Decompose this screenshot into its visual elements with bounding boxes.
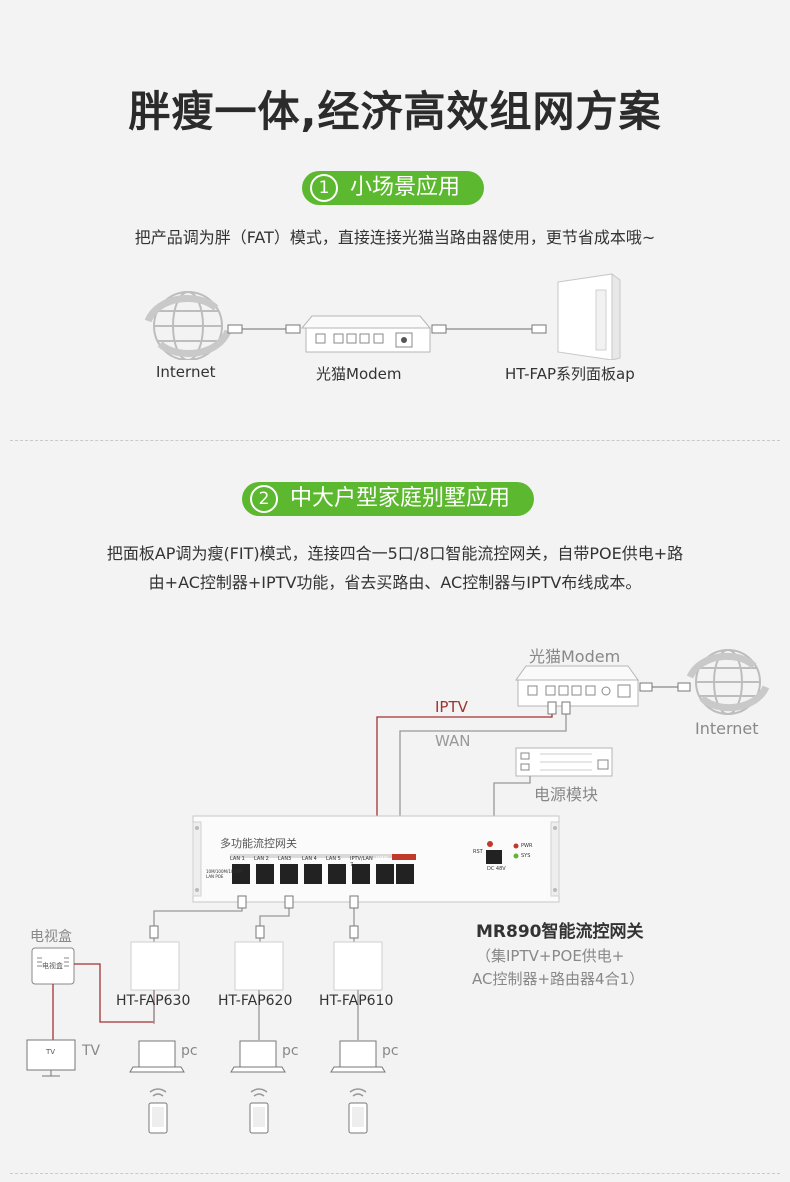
divider xyxy=(10,440,780,441)
ethernet-port-row xyxy=(232,854,416,884)
ap-series-label: HT-FAP系列面板ap xyxy=(505,365,635,383)
gateway-desc-line2: AC控制器+路由器4合1） xyxy=(472,970,645,988)
power-module-label: 电源模块 xyxy=(534,785,599,804)
tv-label: TV xyxy=(82,1043,101,1059)
stb-inner-label: 电视盒 xyxy=(42,962,63,970)
section1-label: 小场景应用 xyxy=(350,175,461,200)
gateway-device xyxy=(192,815,560,903)
section1-number: 1 xyxy=(310,174,338,202)
ap-model-label: HT-FAP620 xyxy=(218,993,293,1009)
laptop-icon xyxy=(230,1040,286,1073)
divider xyxy=(10,1173,780,1174)
section1-diagram xyxy=(144,273,621,360)
pc-label: pc xyxy=(181,1043,198,1059)
ap-model-label: HT-FAP610 xyxy=(319,993,394,1009)
section2-description-line2: 由+AC控制器+IPTV功能，省去买路由、AC控制器与IPTV布线成本。 xyxy=(148,573,642,592)
pc-label: pc xyxy=(382,1043,399,1059)
tv-icon xyxy=(26,1039,76,1077)
port-label: LAN 4 xyxy=(302,856,317,862)
section2-label: 中大户型家庭别墅应用 xyxy=(290,486,511,511)
section2-number: 2 xyxy=(250,485,278,513)
page-title: 胖瘦一体,经济高效组网方案 xyxy=(128,87,662,136)
poe-note: LAN POE xyxy=(206,874,224,879)
tv-inner-label: TV xyxy=(46,1048,56,1056)
internet-label: Internet xyxy=(156,363,216,381)
poe-note: 10M/100M/1000M xyxy=(206,869,242,874)
panel-ap-icon xyxy=(557,273,621,360)
ethernet-cable-icon xyxy=(639,682,691,692)
globe-icon xyxy=(144,291,232,360)
dc-label: DC 48V xyxy=(487,866,506,872)
internet-label: Internet xyxy=(695,719,759,738)
panel-ap-icon xyxy=(234,941,284,991)
section2-description-line1: 把面板AP调为瘦(FIT)模式，连接四合一5口/8口智能流控网关，自带POE供电… xyxy=(106,544,684,563)
panel-ap-icon xyxy=(130,941,180,991)
section2-diagram xyxy=(26,649,770,1134)
laptop-icon xyxy=(129,1040,185,1073)
port-labels: LAN 1 LAN 2 LAN3 LAN 4 LAN 5 IPTV/LAN 7 … xyxy=(230,856,420,868)
ethernet-cable-icon xyxy=(227,324,301,334)
rst-label: RST xyxy=(473,849,483,855)
globe-icon xyxy=(686,649,770,715)
port-label: LAN 2 xyxy=(254,856,269,862)
section2-badge: 2 中大户型家庭别墅应用 xyxy=(242,482,535,516)
sys-label: SYS xyxy=(521,853,531,859)
port-label: LAN3 xyxy=(278,856,292,862)
modem-icon xyxy=(300,315,432,353)
modem-icon xyxy=(515,665,639,707)
laptop-icon xyxy=(330,1040,386,1073)
power-module-icon xyxy=(515,747,613,777)
port-label: IPTV/LAN 7 xyxy=(350,856,373,868)
iptv-label: IPTV xyxy=(435,698,468,716)
pwr-label: PWR xyxy=(521,843,533,849)
modem-label: 光猫Modem xyxy=(529,647,621,666)
port-label: WAN xyxy=(376,856,388,862)
modem-label: 光猫Modem xyxy=(316,365,402,383)
wan-label: WAN xyxy=(435,732,471,750)
ethernet-cable-icon xyxy=(431,324,547,334)
gateway-name: MR890智能流控网关 xyxy=(476,922,644,942)
phone-icon xyxy=(249,1102,269,1134)
gateway-panel-title: 多功能流控网关 xyxy=(220,837,297,850)
pc-label: pc xyxy=(282,1043,299,1059)
panel-ap-icon xyxy=(333,941,383,991)
phone-icon xyxy=(148,1102,168,1134)
stb-label: 电视盒 xyxy=(30,929,72,945)
power-cable-line xyxy=(493,776,531,837)
section1-badge: 1 小场景应用 xyxy=(302,171,485,205)
gateway-desc-line1: （集IPTV+POE供电+ xyxy=(476,947,625,965)
phone-icon xyxy=(348,1102,368,1134)
wifi-icon xyxy=(149,1088,367,1097)
section1-description: 把产品调为胖（FAT）模式，直接连接光猫当路由器使用，更节省成本哦~ xyxy=(134,228,656,247)
port-label: LAN 5 xyxy=(326,856,341,862)
ap-model-label: HT-FAP630 xyxy=(116,993,191,1009)
lan-connection-lines xyxy=(149,895,359,942)
port-label: LAN 1 xyxy=(230,856,245,862)
